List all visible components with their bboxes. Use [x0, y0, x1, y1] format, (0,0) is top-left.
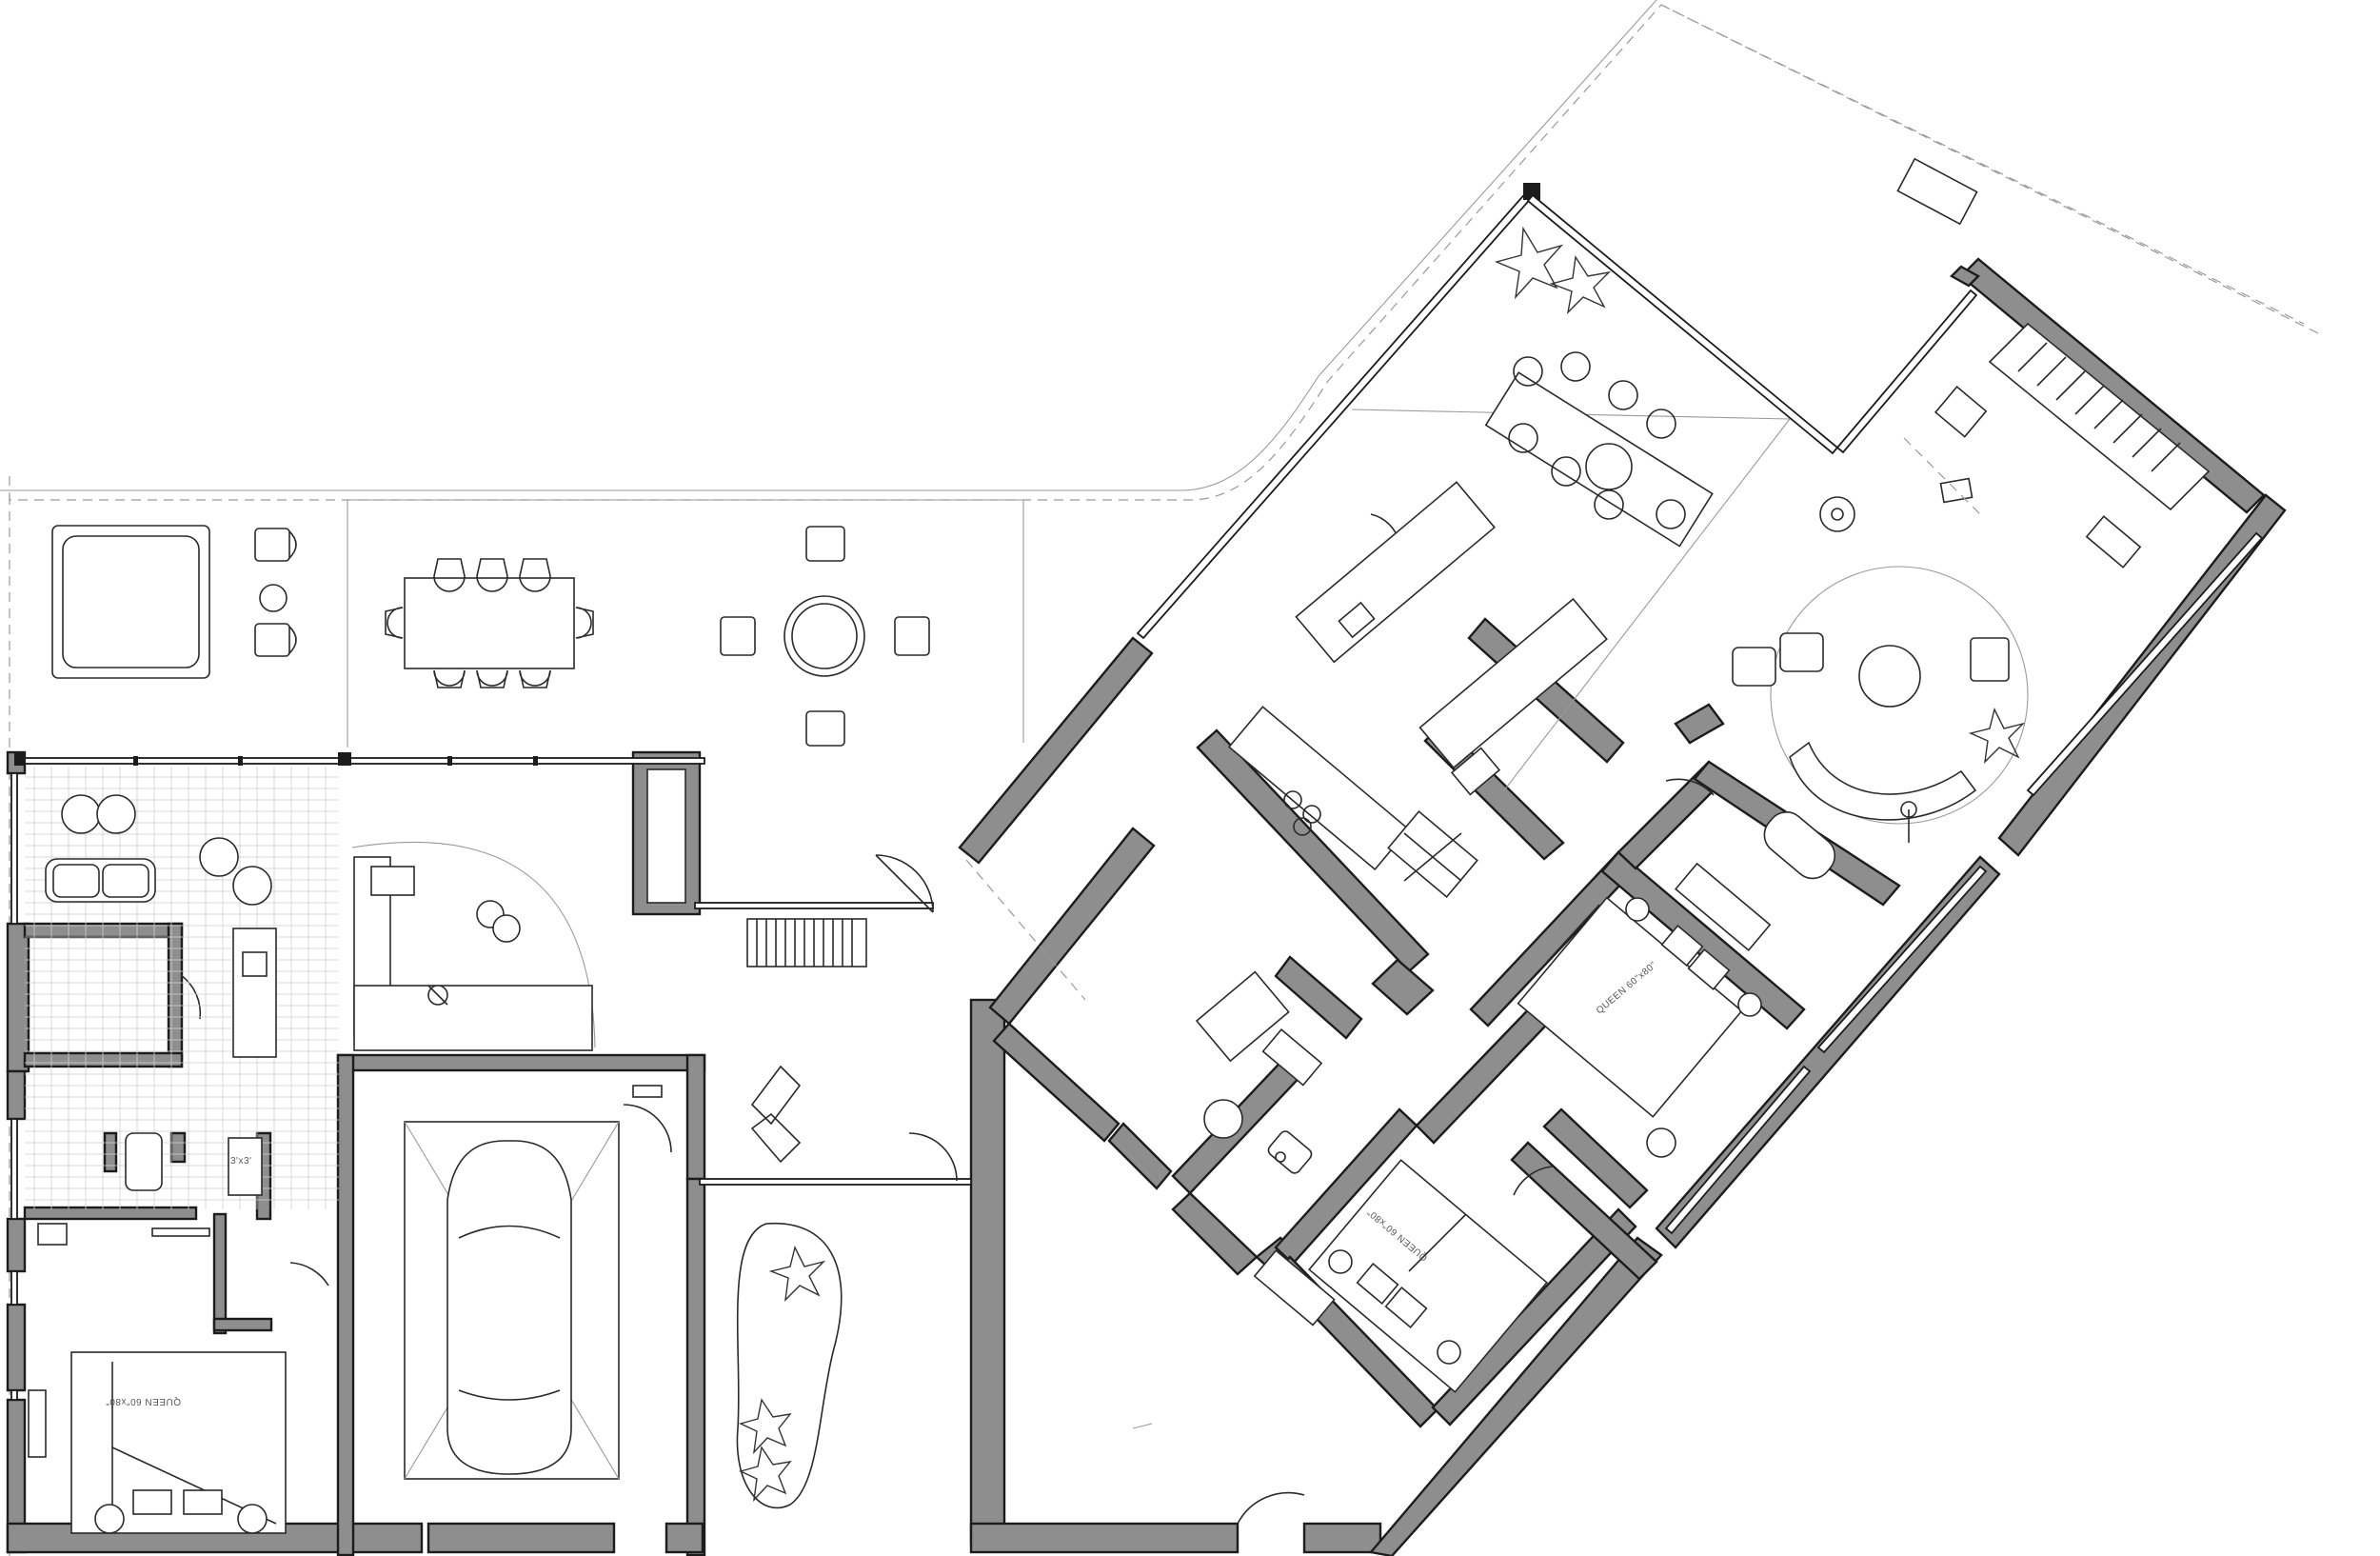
shower-label: 3'x3' — [230, 1156, 251, 1167]
car-icon — [446, 1140, 572, 1475]
center-bathroom — [1195, 970, 1323, 1174]
area-lines — [965, 437, 1981, 1429]
patio-chairs-small — [254, 528, 297, 657]
bedroom-center: QUEEN 60"x80" — [1253, 1159, 1548, 1393]
hot-tub — [51, 525, 210, 679]
right-bathroom — [1675, 811, 1836, 952]
outdoor-dining-table — [385, 558, 594, 688]
bedroom-right: QUEEN 60"x80" — [1517, 896, 1762, 1158]
site-boundary — [0, 0, 2319, 1556]
deck-area — [1660, 4, 2305, 325]
living-room-right — [1732, 496, 2029, 843]
bedroom-left: QUEEN 60"x80" — [28, 1351, 287, 1534]
garage — [404, 1085, 663, 1480]
entry-planter — [736, 1222, 843, 1509]
outdoor-patio — [347, 499, 1024, 748]
plant-icon — [1494, 226, 1612, 315]
kitchen — [1227, 481, 1608, 898]
outdoor-round-table — [720, 526, 930, 747]
windows — [10, 183, 2264, 1401]
dining-area — [1351, 226, 1791, 791]
left-bathroom: 3'x3' — [25, 767, 339, 1246]
staircase — [1934, 322, 2211, 569]
living-room-left — [351, 841, 596, 1051]
bed-label-left: QUEEN 60"x80" — [106, 1396, 181, 1406]
plant-icon — [1968, 707, 2026, 764]
entry-mat — [746, 918, 867, 968]
plant-icon — [738, 1245, 826, 1503]
